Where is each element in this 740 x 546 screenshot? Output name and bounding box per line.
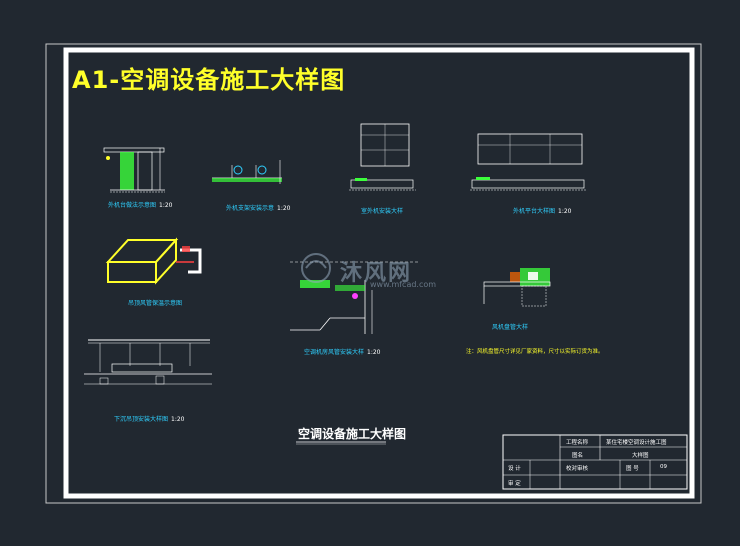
drawing-main-title: A1-空调设备施工大样图	[72, 66, 346, 94]
tb-project-label: 工程名称	[566, 440, 589, 446]
detail-6-caption-text: 空调机房风管安装大样	[304, 349, 365, 356]
outer-border	[45, 43, 702, 504]
detail-4-drawing	[470, 133, 587, 191]
detail-6-scale: 1:20	[367, 349, 381, 356]
detail-2-caption-text: 外机支架安装示意	[226, 205, 275, 212]
detail-2-scale: 1:20	[277, 205, 291, 212]
detail-1-caption-text: 外机台做法示意图	[108, 202, 157, 209]
drawing-subtitle: 空调设备施工大样图	[298, 427, 407, 441]
detail-3-caption-text: 室外机安装大样	[361, 208, 404, 215]
tb-review-label: 审 定	[508, 481, 521, 487]
tb-check-label: 校对审核	[566, 466, 589, 472]
detail-7-drawing	[483, 268, 551, 307]
detail-5-caption: 吊顶风管保温示意图	[128, 298, 185, 307]
tb-number-value: 09	[660, 464, 667, 470]
watermark-url: www.mfcad.com	[370, 280, 437, 289]
tb-name-label: 设 计	[508, 466, 521, 472]
detail-8-drawing	[84, 339, 212, 385]
tb-project-value: 某住宅楼空调设计施工图	[606, 440, 667, 446]
watermark-text: 沐风网	[340, 261, 413, 286]
tb-item-label: 图名	[572, 453, 584, 459]
detail-3-caption: 室外机安装大样	[361, 206, 406, 215]
general-note: 注：风机盘管尺寸详见厂家资料，尺寸以实际订货为准。	[466, 349, 604, 355]
detail-2-drawing	[212, 160, 282, 184]
detail-1-scale: 1:20	[159, 202, 173, 209]
tb-number-label: 图 号	[626, 466, 639, 472]
detail-3-drawing	[349, 123, 416, 191]
tb-item-value: 大样图	[632, 453, 649, 459]
detail-5-caption-text: 吊顶风管保温示意图	[128, 300, 183, 307]
detail-1-drawing	[103, 147, 165, 193]
detail-7-caption-text: 风机盘管大样	[492, 324, 529, 331]
detail-4-caption-text: 外机平台大样图	[513, 208, 556, 215]
detail-7-caption: 风机盘管大样	[492, 322, 531, 331]
detail-5-drawing	[105, 237, 202, 285]
detail-8-scale: 1:20	[171, 416, 185, 423]
inner-frame	[63, 47, 695, 499]
detail-8-caption-text: 下沉吊顶安装大样图	[114, 416, 169, 423]
watermark-logo	[301, 253, 331, 283]
title-block	[502, 434, 688, 490]
detail-4-scale: 1:20	[558, 208, 572, 215]
